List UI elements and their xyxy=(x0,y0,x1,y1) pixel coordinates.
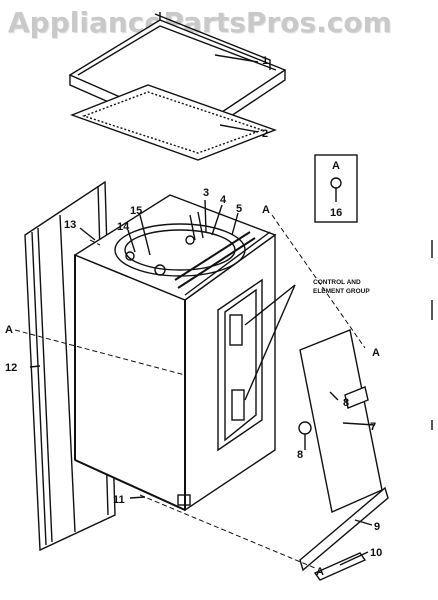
section-marker-right: A xyxy=(372,347,380,359)
callout-15: 15 xyxy=(130,205,142,217)
inset-detail-box: A 16 xyxy=(314,154,358,223)
svg-text:CONTROL AND: CONTROL AND xyxy=(313,279,361,286)
callout-7: 7 xyxy=(370,421,376,433)
control-element-group-label: CONTROL AND ELEMENT GROUP xyxy=(313,279,370,295)
inset-header: A xyxy=(332,160,340,172)
callout-8-knob: 8 xyxy=(297,449,303,461)
callout-1: 1 xyxy=(262,55,268,67)
section-marker-top: A xyxy=(262,204,270,216)
reference-lines xyxy=(14,214,366,569)
leader-lines xyxy=(29,54,376,566)
watermark: AppliancePartsPros.com xyxy=(8,6,392,39)
svg-text:ELEMENT GROUP: ELEMENT GROUP xyxy=(313,288,370,295)
callout-10: 10 xyxy=(370,547,382,559)
callout-2: 2 xyxy=(262,128,268,140)
callout-5: 5 xyxy=(236,203,242,215)
inset-number: 16 xyxy=(330,207,342,219)
callout-11: 11 xyxy=(113,494,125,506)
callout-4: 4 xyxy=(220,194,227,206)
callout-8-door: 8 xyxy=(343,397,349,409)
part-callouts: 1 2 3 4 5 7 8 8 9 10 11 12 13 14 15 xyxy=(5,55,382,559)
gasket[interactable] xyxy=(70,84,278,161)
callout-3: 3 xyxy=(203,187,209,199)
callout-9: 9 xyxy=(374,521,380,533)
callout-14: 14 xyxy=(117,221,130,233)
section-markers: A A A A xyxy=(5,204,380,578)
callout-13: 13 xyxy=(64,219,76,231)
section-marker-bottom: A xyxy=(316,566,324,578)
section-marker-left: A xyxy=(5,324,13,336)
callout-12: 12 xyxy=(5,362,17,374)
cabinet[interactable] xyxy=(73,194,312,512)
